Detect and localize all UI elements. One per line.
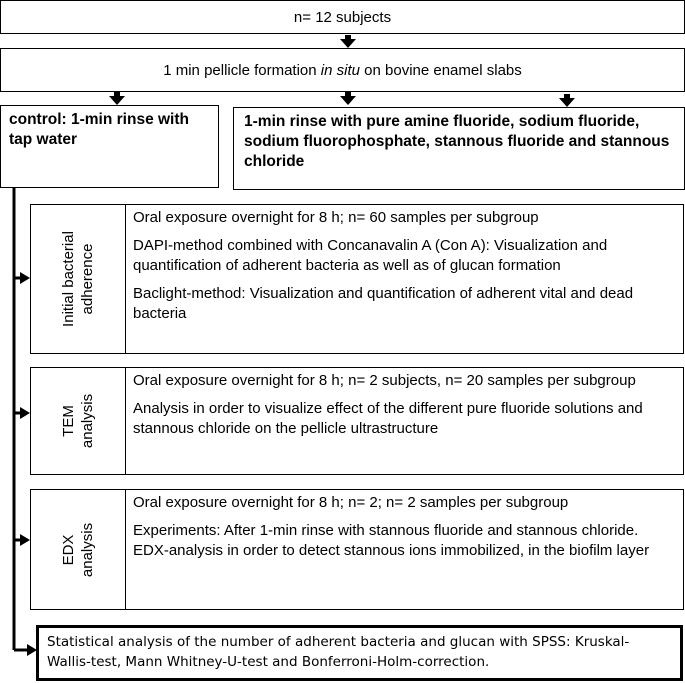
- section-label-line: EDX: [60, 534, 77, 565]
- section-label-column: Initial bacterial adherence: [31, 205, 126, 353]
- statistical-analysis-text: Statistical analysis of the number of ad…: [47, 634, 630, 670]
- subjects-text: n= 12 subjects: [293, 8, 392, 26]
- section-label-line: TEM: [60, 405, 77, 437]
- section-paragraph: EDX-analysis in order to detect stannous…: [133, 542, 650, 559]
- section-content: Oral exposure overnight for 8 h; n= 2 su…: [125, 368, 683, 474]
- subjects-box: n= 12 subjects: [0, 0, 685, 34]
- statistical-analysis-box: Statistical analysis of the number of ad…: [36, 625, 683, 681]
- section-content: Oral exposure overnight for 8 h; n= 60 s…: [125, 205, 683, 353]
- treatment-box: 1-min rinse with pure amine fluoride, so…: [233, 107, 685, 190]
- section-paragraph: Experiments: After 1-min rinse with stan…: [133, 522, 639, 539]
- pellicle-formation-box: 1 min pellicle formation in situ on bovi…: [0, 48, 685, 92]
- arrow-down-4: [559, 98, 575, 107]
- pellicle-text-italic: in situ: [320, 61, 360, 79]
- section-tem-analysis: TEM analysis Oral exposure overnight for…: [30, 367, 684, 475]
- arrow-right-2: [20, 407, 30, 419]
- control-box: control: 1-min rinse with tap water: [0, 105, 219, 188]
- arrow-down-stem-3: [345, 92, 351, 97]
- arrow-right-final: [27, 644, 37, 656]
- section-label-column: TEM analysis: [31, 368, 126, 474]
- arrow-down-2: [109, 96, 125, 105]
- section-initial-bacterial-adherence: Initial bacterial adherence Oral exposur…: [30, 204, 684, 354]
- arrow-down-stem-2: [114, 92, 120, 97]
- section-paragraph: Oral exposure overnight for 8 h; n= 2 su…: [133, 372, 636, 389]
- section-edx-analysis: EDX analysis Oral exposure overnight for…: [30, 489, 684, 610]
- pellicle-text-suffix: on bovine enamel slabs: [359, 61, 522, 79]
- section-label: EDX analysis: [59, 522, 97, 576]
- arrow-down-stem-1: [345, 35, 351, 40]
- treatment-text: 1-min rinse with pure amine fluoride, so…: [244, 113, 670, 170]
- section-label-line: adherence: [79, 243, 96, 315]
- section-label: TEM analysis: [59, 394, 97, 448]
- arrow-right-3: [20, 534, 30, 546]
- section-paragraph: Analysis in order to visualize effect of…: [133, 400, 643, 437]
- section-label-line: analysis: [79, 393, 96, 449]
- section-label-line: Initial bacterial: [60, 231, 77, 327]
- arrow-down-1: [340, 39, 356, 48]
- section-label: Initial bacterial adherence: [59, 231, 97, 327]
- section-label-column: EDX analysis: [31, 490, 126, 609]
- section-content: Oral exposure overnight for 8 h; n= 2; n…: [125, 490, 683, 609]
- arrow-right-1: [20, 272, 30, 284]
- section-paragraph: Oral exposure overnight for 8 h; n= 2; n…: [133, 494, 569, 511]
- section-paragraph: Baclight-method: Visualization and quant…: [133, 285, 634, 322]
- section-paragraph: Oral exposure overnight for 8 h; n= 60 s…: [133, 209, 539, 226]
- control-text: control: 1-min rinse with tap water: [9, 111, 189, 148]
- section-paragraph: DAPI-method combined with Concanavalin A…: [133, 237, 608, 274]
- arrow-down-3: [340, 96, 356, 105]
- pellicle-text: 1 min pellicle formation in situ on bovi…: [163, 62, 522, 79]
- section-label-line: analysis: [79, 522, 96, 577]
- pellicle-text-prefix: 1 min pellicle formation: [163, 61, 321, 79]
- arrow-down-stem-4: [564, 94, 570, 99]
